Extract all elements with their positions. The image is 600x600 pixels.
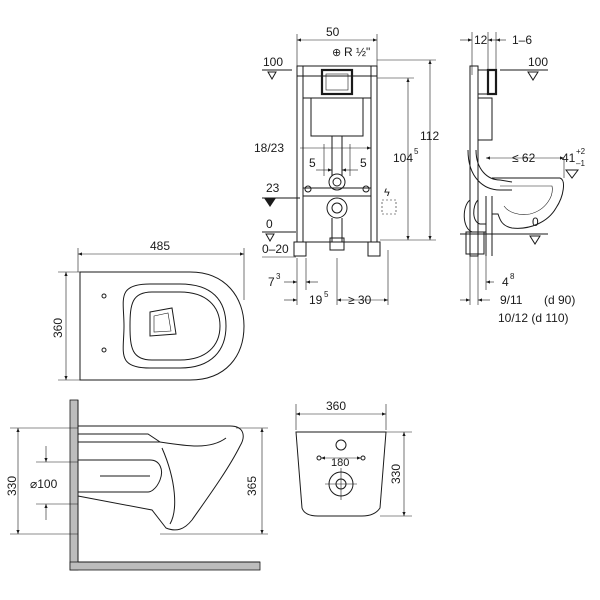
electric-supply-icon: ϟ — [384, 187, 390, 199]
svg-text:8: 8 — [510, 272, 515, 281]
dim-50-label: 50 — [326, 25, 340, 39]
svg-text:5: 5 — [414, 147, 419, 156]
floor-hatch — [69, 561, 261, 571]
dim-5-right-label: 5 — [360, 156, 367, 170]
dim-7-label: 7 — [268, 275, 275, 289]
bowl-outer-outline — [79, 271, 245, 381]
dim-485-label: 485 — [150, 239, 170, 253]
dim-5-left-label: 5 — [309, 156, 316, 170]
dim-100-diameter-label: ⌀100 — [30, 477, 58, 491]
flush-inlet — [335, 439, 347, 451]
bowl-rear-view: 360 180 330 — [295, 399, 412, 517]
dim-112-label: 112 — [420, 129, 439, 143]
pipe-thread-label: R ½" — [344, 45, 370, 59]
flush-connection — [328, 173, 346, 191]
bowl-rim — [122, 283, 227, 369]
level-0-label: 0 — [266, 217, 273, 231]
dim-365-label: 365 — [245, 476, 259, 496]
level-100-label: 100 — [263, 55, 283, 69]
dim-62-label: ≤ 62 — [512, 151, 536, 165]
flush-channel — [78, 459, 163, 493]
dim-330-rear-label: 330 — [389, 464, 403, 484]
bowl-outlet — [149, 307, 177, 337]
dim-104-label: 104 — [393, 151, 413, 165]
dim-4-label: 4 — [502, 275, 509, 289]
drain-connection — [326, 197, 348, 219]
water-inlet-icon: ⊕ — [332, 47, 341, 59]
level-marker-icon — [267, 71, 277, 81]
bolt-hole — [316, 455, 322, 461]
mounting-hole — [101, 293, 107, 299]
dim-19-label: 19 — [309, 293, 323, 307]
dim-180-label: 180 — [331, 457, 349, 469]
bowl-body — [77, 425, 244, 531]
dim-330-side-label: 330 — [5, 476, 19, 496]
bowl-rear-outline — [295, 431, 387, 517]
front-frame-view: 50 ⊕ R ½" 100 — [254, 25, 439, 307]
dim-360-rear-label: 360 — [326, 399, 346, 413]
dim-10-12-label: 10/12 (d 110) — [498, 311, 569, 325]
level-0-side-label: 0 — [532, 215, 539, 229]
side-flush-plate — [486, 68, 498, 96]
dim-360-top-label: 360 — [51, 318, 65, 338]
svg-text:–1: –1 — [576, 159, 585, 168]
bowl-side-section: 330 ⌀100 365 — [5, 399, 268, 571]
dim-1-6-label: 1–6 — [512, 33, 532, 47]
svg-text:3: 3 — [276, 272, 281, 281]
level-100-side-label: 100 — [528, 55, 548, 69]
mounting-hole — [101, 347, 107, 353]
range-0-20-label: 0–20 — [262, 242, 289, 256]
dim-41-label: 41 — [562, 151, 576, 165]
level-marker-icon — [565, 169, 579, 179]
side-bowl-outline — [492, 177, 564, 229]
dim-18-23-label: 18/23 — [254, 141, 284, 155]
cistern — [310, 97, 364, 137]
dim-30-label: ≥ 30 — [348, 293, 372, 307]
level-marker-icon — [527, 71, 539, 81]
level-marker-icon — [265, 233, 275, 243]
frame-outline — [296, 65, 378, 243]
dim-9-11-label: 9/11 — [500, 293, 523, 307]
level-marker-icon — [529, 235, 541, 245]
note-d90-label: (d 90) — [544, 293, 575, 307]
side-frame-profile — [469, 65, 479, 257]
level-23-label: 23 — [266, 181, 280, 195]
flush-plate — [320, 68, 354, 96]
dim-12-label: 12 — [474, 33, 488, 47]
svg-text:+2: +2 — [576, 147, 586, 156]
bowl-top-view: 485 360 — [51, 239, 245, 381]
bolt-hole — [360, 455, 366, 461]
svg-text:5: 5 — [324, 290, 329, 299]
side-frame-view: 12 1–6 100 ≤ 62 41 +2 –1 0 — [460, 32, 586, 325]
wall-hatch — [69, 399, 79, 571]
level-filled-marker-icon — [264, 198, 276, 207]
